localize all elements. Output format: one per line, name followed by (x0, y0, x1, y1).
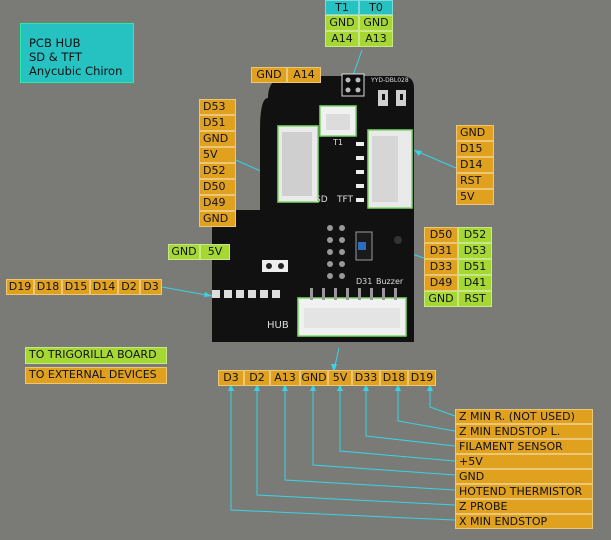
board-buzzer-text: Buzzer (376, 277, 404, 286)
gnd5v-header (262, 260, 288, 272)
bottom-pin: D2 (244, 370, 270, 386)
sd-pin: GND (199, 131, 236, 147)
function-label: X MIN ENDSTOP (455, 514, 593, 529)
t0-a13: A13 (359, 31, 393, 47)
left-row-pin: D2 (118, 279, 140, 295)
title-line-3: Anycubic Chiron (29, 64, 123, 78)
buzzer-pin: D52 (458, 227, 492, 243)
sd-pin: D49 (199, 195, 236, 211)
sd-pin: D50 (199, 179, 236, 195)
sd-pin: D53 (199, 99, 236, 115)
sd-pin: D52 (199, 163, 236, 179)
left-row-pin: D15 (62, 279, 90, 295)
wire-5v (339, 384, 456, 462)
bottom-pin: 5V (328, 370, 352, 386)
sd-pin: D51 (199, 115, 236, 131)
function-label: Z MIN R. (NOT USED) (455, 409, 593, 424)
bottom-conn-arrowhead (331, 364, 337, 372)
wire-d18 (397, 384, 456, 432)
tft-pin: RST (456, 173, 494, 189)
buzzer-pin: D33 (424, 259, 458, 275)
buzzer-pin: D41 (458, 275, 492, 291)
buzzer-pin: D50 (424, 227, 458, 243)
bottom-pin: D3 (218, 370, 244, 386)
top-conn-gnd: GND (251, 67, 287, 83)
tft-pin: GND (456, 125, 494, 141)
bottom-pin: A13 (270, 370, 300, 386)
bottom-pin: GND (300, 370, 328, 386)
function-label: Z MIN ENDSTOP L. (455, 424, 593, 439)
left-row-pin: D19 (6, 279, 34, 295)
title-line-1: PCB HUB (29, 36, 81, 50)
board-t1-text: T1 (333, 138, 343, 147)
buzzer-pin: GND (424, 291, 458, 307)
board-hub-text: HUB (267, 320, 289, 331)
t0-header: T0 (359, 0, 393, 15)
sd-pin: 5V (199, 147, 236, 163)
board-d31-text: D31 (356, 277, 373, 286)
t0-gnd: GND (359, 15, 393, 31)
tft-pin: D15 (456, 141, 494, 157)
board-tft-text: TFT (337, 195, 354, 205)
wire-d33 (365, 384, 456, 447)
left-row-pin: D18 (34, 279, 62, 295)
tft-pin: 5V (456, 189, 494, 205)
buzzer-pin: D31 (424, 243, 458, 259)
legend-trigorilla: TO TRIGORILLA BOARD (25, 347, 167, 364)
gnd5v-5v: 5V (200, 244, 230, 260)
top-conn-a14: A14 (287, 67, 321, 83)
sd-pin: GND (199, 211, 236, 227)
function-label: HOTEND THERMISTOR (455, 484, 593, 499)
board-code: YYD-DBL028 (371, 77, 409, 84)
gnd5v-gnd: GND (168, 244, 200, 260)
function-label: FILAMENT SENSOR (455, 439, 593, 454)
title-line-2: SD & TFT (29, 50, 82, 64)
function-label: +5V (455, 454, 593, 469)
wire-d2 (256, 384, 456, 506)
t-header-arrow (351, 49, 363, 79)
pcb-board (212, 73, 414, 342)
bottom-pin: D18 (380, 370, 408, 386)
buzzer-pin: D49 (424, 275, 458, 291)
t-header-connector (341, 73, 365, 97)
bottom-pin: D33 (352, 370, 380, 386)
t1-gnd: GND (325, 15, 359, 31)
left-row-arrowhead (204, 292, 212, 297)
buzzer-pin: D51 (458, 259, 492, 275)
t1-header: T1 (325, 0, 359, 15)
wire-a13 (284, 384, 456, 491)
tft-pin: D14 (456, 157, 494, 173)
wire-d19 (429, 384, 456, 417)
legend-external: TO EXTERNAL DEVICES (25, 367, 167, 384)
buzzer-pin: D53 (458, 243, 492, 259)
left-row-pin: D3 (140, 279, 162, 295)
buzzer-pin: RST (458, 291, 492, 307)
t1-a14: A14 (325, 31, 359, 47)
wire-gnd (312, 384, 456, 476)
function-label: GND (455, 469, 593, 484)
tft-arrowhead (414, 150, 422, 156)
tft-arrow (413, 149, 457, 169)
left-row-arrow (161, 286, 213, 297)
bottom-pin: D19 (408, 370, 436, 386)
left-row-pin: D14 (90, 279, 118, 295)
wire-d3 (230, 384, 456, 521)
function-label: Z PROBE (455, 499, 593, 514)
title-box: PCB HUB SD & TFT Anycubic Chiron (20, 23, 134, 83)
buzzer-header (327, 225, 345, 279)
board-sd-text: SD (315, 195, 328, 205)
left-pin-row (212, 290, 280, 298)
